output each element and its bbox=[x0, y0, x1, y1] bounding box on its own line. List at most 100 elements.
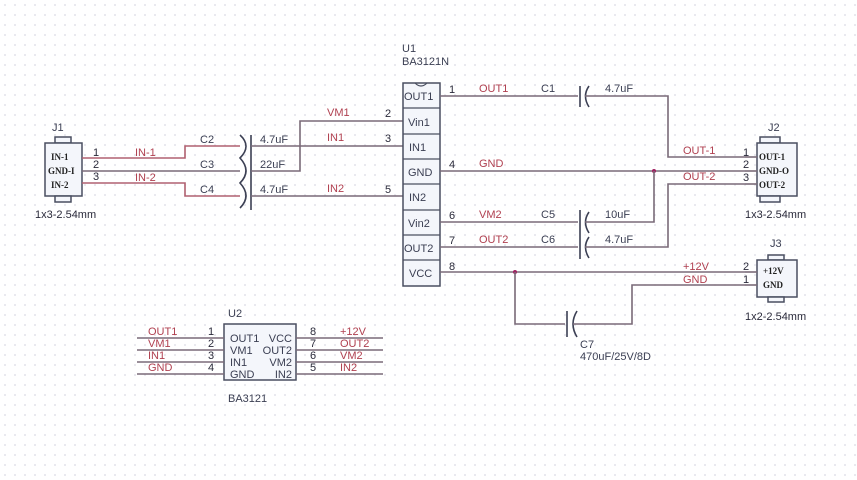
j1-pin1-num: 1 bbox=[93, 147, 99, 159]
wire-in-2[interactable] bbox=[82, 182, 240, 197]
u2-ref: U2 bbox=[228, 308, 242, 320]
capacitor-curved-plate bbox=[238, 134, 247, 209]
u2-net-12v: +12V bbox=[340, 326, 367, 338]
u2-pin5-num: 5 bbox=[310, 362, 316, 374]
c5-value: 10uF bbox=[605, 209, 630, 221]
c5-c6-curved-plate bbox=[584, 211, 590, 259]
c1-value: 4.7uF bbox=[605, 83, 633, 95]
u2-pin3-num: 3 bbox=[208, 350, 214, 362]
j3-footprint: 1x2-2.54mm bbox=[745, 311, 806, 323]
c6-value: 4.7uF bbox=[605, 234, 633, 246]
c7-value: 470uF/25V/8D bbox=[580, 351, 651, 363]
u1-pin7-num: 7 bbox=[449, 235, 455, 247]
u2-pin4-num: 4 bbox=[208, 362, 214, 374]
j2-pin2-num: 2 bbox=[743, 159, 749, 171]
connector-j3[interactable]: J3 +12V GND 1x2-2.54mm 2 1 bbox=[743, 238, 806, 323]
u1-pin3-label: IN1 bbox=[409, 142, 426, 154]
u2-pin8-num: 8 bbox=[310, 326, 316, 338]
wire-vm1[interactable] bbox=[251, 120, 403, 172]
u1-pin6-num: 6 bbox=[449, 210, 455, 222]
u1-pin4-label: GND bbox=[408, 167, 433, 179]
u2-pin4-label: GND bbox=[230, 369, 255, 381]
capacitor-c2-c3-c4[interactable]: C2 C3 C4 4.7uF 22uF 4.7uF bbox=[200, 134, 288, 210]
net-label-out-2: OUT-2 bbox=[683, 171, 715, 183]
u2-pin2-label: VM1 bbox=[230, 345, 253, 357]
j2-ref: J2 bbox=[768, 122, 780, 134]
u2-pin8-label: VCC bbox=[269, 333, 292, 345]
net-label-out2: OUT2 bbox=[479, 234, 508, 246]
u2-pin2-num: 2 bbox=[208, 338, 214, 350]
u1-part: BA3121N bbox=[402, 56, 449, 68]
c4-value: 4.7uF bbox=[260, 184, 288, 196]
u2-net-out1: OUT1 bbox=[148, 326, 177, 338]
wire-c5-gnd[interactable] bbox=[585, 171, 655, 223]
net-label-gnd: GND bbox=[479, 158, 504, 170]
net-label-out-1: OUT-1 bbox=[683, 145, 715, 157]
u2-pin7-label: OUT2 bbox=[263, 345, 292, 357]
net-label-in-1: IN-1 bbox=[135, 147, 156, 159]
c1-ref: C1 bbox=[541, 83, 555, 95]
j3-body bbox=[756, 259, 798, 298]
c3-ref: C3 bbox=[200, 159, 214, 171]
u1-pin2-label: Vin1 bbox=[408, 117, 430, 129]
j3-tab-bottom bbox=[767, 296, 785, 303]
j1-pin1-label: IN-1 bbox=[51, 152, 69, 162]
j2-footprint: 1x3-2.54mm bbox=[745, 209, 806, 221]
j1-pin2-label: GND-I bbox=[48, 166, 75, 176]
net-label-vm2: VM2 bbox=[479, 209, 502, 221]
c2-ref: C2 bbox=[200, 134, 214, 146]
u1-pin1-num: 1 bbox=[449, 84, 455, 96]
j2-pin1-label: OUT-1 bbox=[759, 152, 786, 162]
net-label-12v: +12V bbox=[683, 261, 710, 273]
u2-pin6-num: 6 bbox=[310, 350, 316, 362]
j1-footprint: 1x3-2.54mm bbox=[35, 209, 96, 221]
wire-c7-gnd[interactable] bbox=[573, 284, 745, 325]
c2-value: 4.7uF bbox=[260, 134, 288, 146]
u1-pin3-num: 3 bbox=[385, 133, 391, 145]
connector-j2[interactable]: J2 OUT-1 GND-O OUT-2 1x3-2.54mm 1 2 3 bbox=[743, 122, 806, 221]
j1-tab-top bbox=[54, 136, 72, 144]
net-label-in1: IN1 bbox=[327, 132, 344, 144]
net-label-out1: OUT1 bbox=[479, 83, 508, 95]
j3-pin2-num: 2 bbox=[743, 261, 749, 273]
ic-u1[interactable]: U1 BA3121N OUT1 Vin1 IN1 GND IN2 Vin2 OU… bbox=[402, 43, 449, 287]
net-label-in-2: IN-2 bbox=[135, 172, 156, 184]
u2-pin5-label: IN2 bbox=[275, 369, 292, 381]
u2-net-gnd: GND bbox=[148, 362, 173, 374]
j2-pin3-label: OUT-2 bbox=[759, 180, 786, 190]
u2-net-vm2: VM2 bbox=[340, 350, 363, 362]
u1-pin6-label: Vin2 bbox=[408, 218, 430, 230]
j1-pin3-label: IN-2 bbox=[51, 180, 69, 190]
capacitor-c5-c6[interactable] bbox=[579, 210, 590, 259]
wire-c7-plus[interactable] bbox=[514, 272, 565, 325]
j2-tab-top bbox=[759, 136, 781, 144]
j2-body bbox=[756, 142, 798, 197]
u1-pin2-num: 2 bbox=[385, 108, 391, 120]
u2-pin7-num: 7 bbox=[310, 338, 316, 350]
wire-out-2[interactable] bbox=[585, 183, 745, 248]
c5-ref: C5 bbox=[541, 209, 555, 221]
connector-j1[interactable]: J1 IN-1 GND-I IN-2 1x3-2.54mm 1 2 3 bbox=[35, 122, 99, 221]
u2-pin3-label: IN1 bbox=[230, 357, 247, 369]
c4-ref: C4 bbox=[200, 184, 214, 196]
wire-out-1[interactable] bbox=[585, 95, 745, 158]
u1-pin8-label: VCC bbox=[409, 268, 432, 280]
j2-pin2-label: GND-O bbox=[759, 166, 789, 176]
u1-pin4-num: 4 bbox=[449, 159, 455, 171]
u1-notch bbox=[414, 82, 428, 87]
wire-in-1[interactable] bbox=[82, 145, 240, 159]
j1-pin2-num: 2 bbox=[93, 159, 99, 171]
u1-pin5-label: IN2 bbox=[409, 192, 426, 204]
u2-net-in2: IN2 bbox=[340, 362, 357, 374]
net-label-vm1: VM1 bbox=[327, 107, 350, 119]
j2-pin1-num: 1 bbox=[743, 147, 749, 159]
j1-tab-bottom bbox=[54, 195, 72, 203]
u1-pin7-label: OUT2 bbox=[404, 243, 433, 255]
u2-pin6-label: VM2 bbox=[269, 357, 292, 369]
u2-net-out2: OUT2 bbox=[340, 338, 369, 350]
u1-pin8-num: 8 bbox=[449, 261, 455, 273]
u2-pin1-label: OUT1 bbox=[230, 333, 259, 345]
ic-u2[interactable]: U2 BA3121 OUT1 VM1 IN1 GND VCC OUT2 VM2 … bbox=[223, 308, 297, 405]
j1-body bbox=[44, 142, 83, 197]
